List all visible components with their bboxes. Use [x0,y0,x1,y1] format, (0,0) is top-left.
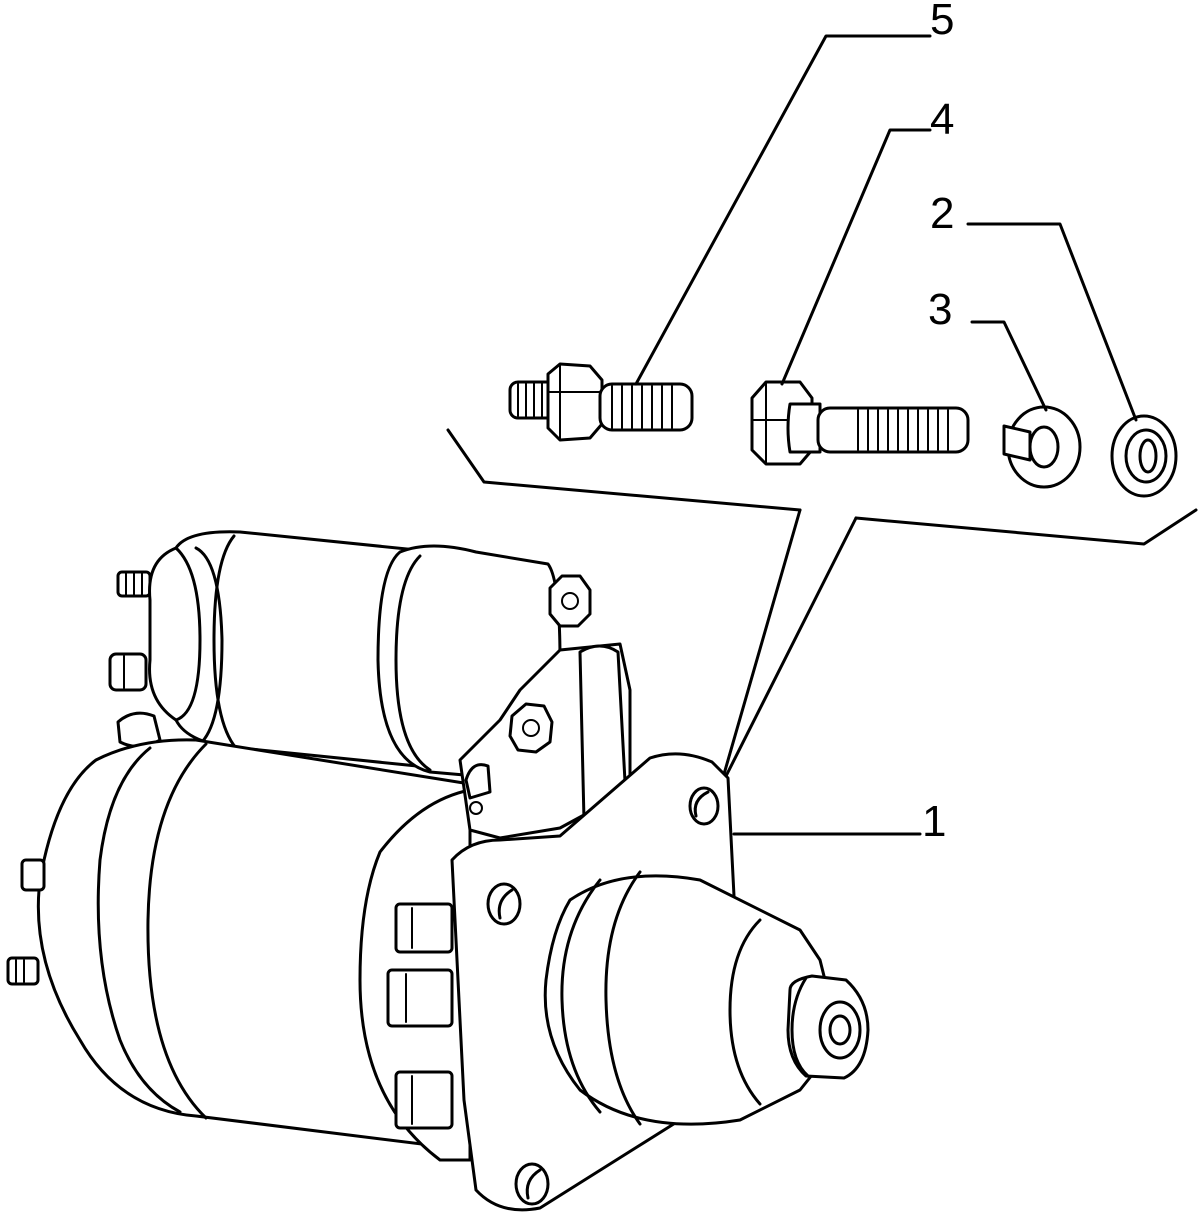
leader-line-5 [634,34,932,386]
starter-motor [6,530,870,1212]
bracket-nut-lower [508,702,554,754]
callout-5: 5 [930,0,955,44]
callout-2: 2 [930,189,955,238]
motor-yoke [6,738,472,1152]
lock-washer [1002,405,1082,489]
mount-hole-left [486,882,522,926]
leader-line-3 [970,320,1048,412]
leader-line-2 [966,222,1138,422]
callout-3: 3 [928,285,953,334]
nose-cone [543,870,842,1126]
leader-line-4 [780,128,932,386]
callout-4: 4 [930,95,955,144]
bracket-nut-upper [548,574,592,628]
mount-hole-top [688,786,720,826]
flat-washer [1110,414,1178,498]
hex-bolt [750,380,970,466]
hardware-group-bracket [446,428,802,512]
drive-pinion [786,974,870,1080]
solenoid [148,530,562,778]
callout-1: 1 [922,797,947,846]
solenoid-bracket [458,574,632,840]
drive-end-housing [358,788,472,1162]
stud-with-nut [508,362,694,442]
mount-hole-bottom [514,1162,550,1206]
mount-hole-pointer [718,508,858,790]
